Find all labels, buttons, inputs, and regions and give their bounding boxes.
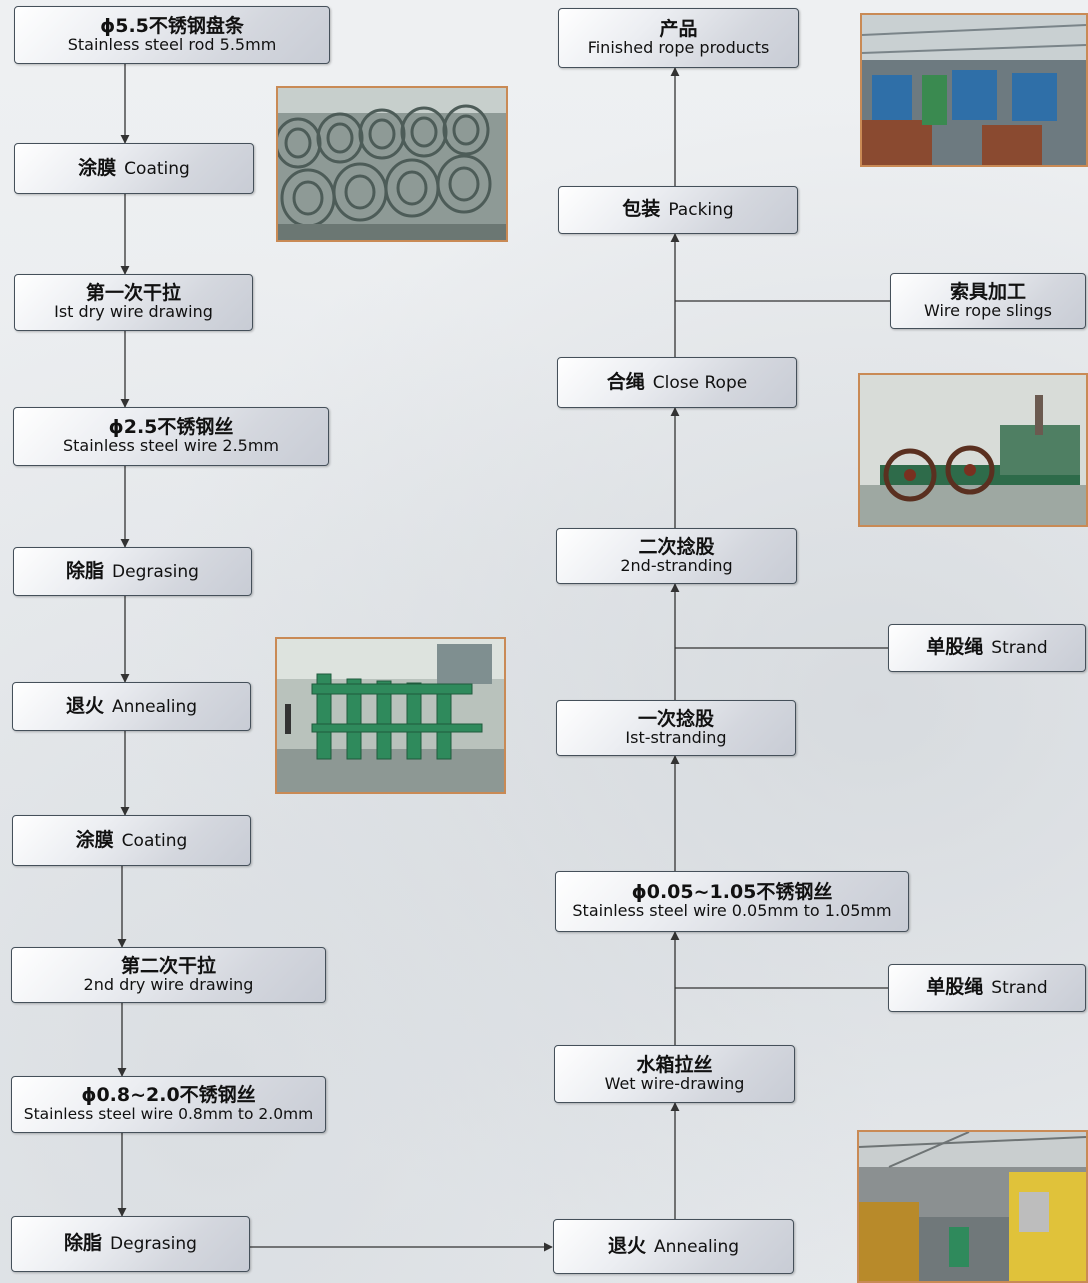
step-1st-stranding: 一次捻股 Ist-stranding <box>556 700 796 756</box>
step-coating: 涂膜 Coating <box>14 143 254 194</box>
step-coating-2: 涂膜 Coating <box>12 815 251 866</box>
step-label-zh: 除脂 <box>66 559 105 582</box>
finished-rope-warehouse-photo <box>860 13 1088 167</box>
step-label-zh: 合绳 <box>606 370 645 393</box>
rope-closing-machine-photo <box>858 373 1088 527</box>
step-2nd-dry-drawing: 第二次干拉 2nd dry wire drawing <box>11 947 326 1003</box>
step-label-zh: 水箱拉丝 <box>636 1053 713 1076</box>
step-label-en: Strand <box>991 978 1048 999</box>
step-label-zh: 二次捻股 <box>638 535 715 558</box>
step-2nd-stranding: 二次捻股 2nd-stranding <box>556 528 797 584</box>
step-label-en: Degrasing <box>112 561 199 582</box>
input-strand-upper: 单股绳 Strand <box>888 624 1086 672</box>
step-label-en: Finished rope products <box>587 37 770 57</box>
step-packing: 包装 Packing <box>558 186 798 234</box>
step-label-en: Wet wire-drawing <box>604 1073 745 1093</box>
step-label-zh: 第一次干拉 <box>85 282 181 305</box>
step-label-zh: ϕ5.5不锈钢盘条 <box>100 14 244 37</box>
step-label-en: Coating <box>121 830 188 851</box>
step-label-zh: ϕ2.5不锈钢丝 <box>108 416 234 439</box>
step-wet-drawing: 水箱拉丝 Wet wire-drawing <box>554 1045 795 1103</box>
input-strand-lower: 单股绳 Strand <box>888 964 1086 1012</box>
wet-drawing-workshop-photo <box>857 1130 1088 1283</box>
step-label-en: 2nd dry wire drawing <box>83 974 254 994</box>
step-annealing-right: 退火 Annealing <box>553 1219 794 1274</box>
step-label-zh: 产品 <box>659 17 698 40</box>
step-label-en: Coating <box>124 158 190 179</box>
step-label-zh: ϕ0.05~1.05不锈钢丝 <box>631 881 833 904</box>
step-label-en: Stainless steel wire 0.8mm to 2.0mm <box>23 1105 314 1124</box>
step-label-en: Stainless steel wire 2.5mm <box>63 436 279 456</box>
step-1st-dry-drawing: 第一次干拉 Ist dry wire drawing <box>14 274 253 331</box>
step-wire-0-05-1-05mm: ϕ0.05~1.05不锈钢丝 Stainless steel wire 0.05… <box>555 871 909 932</box>
step-close-rope: 合绳 Close Rope <box>557 357 797 408</box>
step-label-zh: 涂膜 <box>75 828 114 851</box>
step-label-zh: 除脂 <box>64 1232 103 1255</box>
step-label-zh: 单股绳 <box>926 976 984 999</box>
step-wire-0-8-2-0mm: ϕ0.8~2.0不锈钢丝 Stainless steel wire 0.8mm … <box>11 1076 326 1133</box>
step-label-en: Annealing <box>111 696 198 717</box>
input-wire-rope-slings: 索具加工 Wire rope slings <box>890 273 1086 329</box>
step-label-zh: 单股绳 <box>926 636 984 659</box>
step-label-zh: 退火 <box>65 694 104 717</box>
step-label-en: Strand <box>991 638 1048 659</box>
step-label-zh: 第二次干拉 <box>120 954 216 977</box>
step-label-en: Stainless steel wire 0.05mm to 1.05mm <box>572 901 892 921</box>
step-degrasing: 除脂 Degrasing <box>13 547 252 596</box>
step-annealing: 退火 Annealing <box>12 682 251 731</box>
step-label-zh: ϕ0.8~2.0不锈钢丝 <box>81 1084 256 1107</box>
step-label-zh: 退火 <box>607 1234 646 1257</box>
step-label-en: Stainless steel rod 5.5mm <box>67 34 277 54</box>
step-label-en: Wire rope slings <box>923 300 1053 320</box>
step-label-zh: 一次捻股 <box>637 707 714 730</box>
step-label-zh: 涂膜 <box>78 156 117 179</box>
annealing-line-photo <box>275 637 506 794</box>
step-label-en: Close Rope <box>652 372 748 393</box>
step-label-en: Annealing <box>653 1236 740 1257</box>
step-stainless-rod: ϕ5.5不锈钢盘条 Stainless steel rod 5.5mm <box>14 6 330 64</box>
step-degrasing-2: 除脂 Degrasing <box>11 1216 250 1272</box>
step-finished-products: 产品 Finished rope products <box>558 8 799 68</box>
step-label-en: Ist-stranding <box>625 727 727 747</box>
wire-rod-coils-photo <box>276 86 508 242</box>
step-label-en: Degrasing <box>110 1234 197 1255</box>
step-label-en: 2nd-stranding <box>620 555 733 575</box>
step-label-en: Packing <box>668 200 734 221</box>
step-label-en: Ist dry wire drawing <box>54 302 213 322</box>
step-label-zh: 包装 <box>622 198 661 221</box>
step-label-zh: 索具加工 <box>949 280 1026 303</box>
step-wire-2-5mm: ϕ2.5不锈钢丝 Stainless steel wire 2.5mm <box>13 407 329 466</box>
